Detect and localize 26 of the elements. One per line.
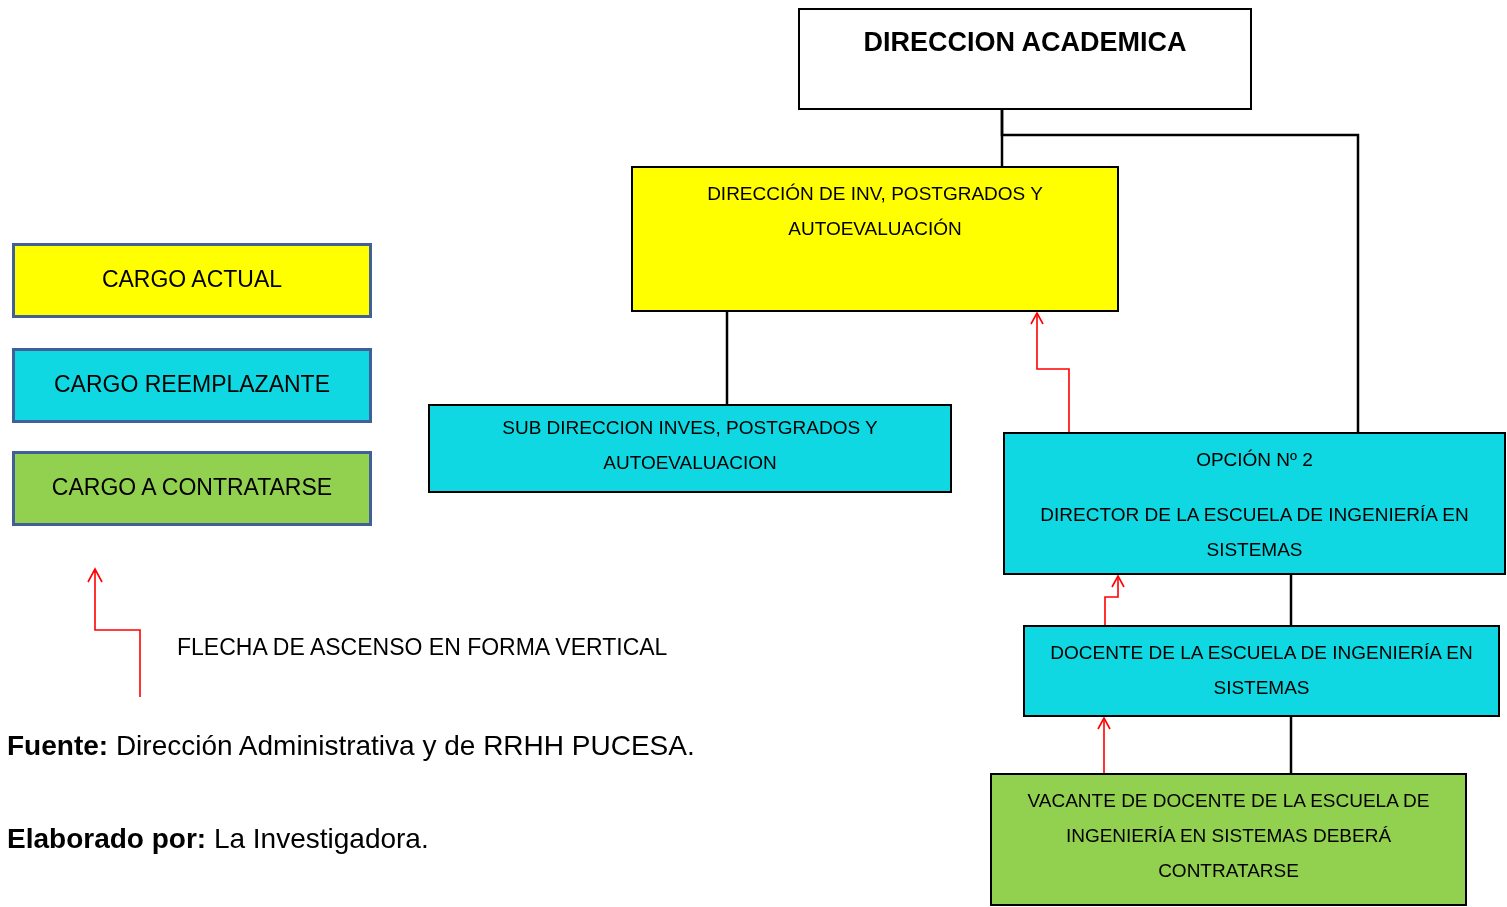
legend-text: FLECHA DE ASCENSO EN FORMA VERTICAL (177, 633, 668, 662)
connector-line (1000, 110, 1360, 432)
legend-swatch: CARGO ACTUAL (12, 243, 372, 318)
legend-swatch: CARGO A CONTRATARSE (12, 451, 372, 526)
connector-line (1289, 717, 1293, 773)
connector-line (1289, 575, 1293, 625)
top-box (798, 8, 1252, 110)
position-box (428, 404, 952, 493)
box-text: VACANTE DE DOCENTE DE LA ESCUELA DE INGENIERÍA EN SISTEMAS DEBERÁ CONTRATARSE (1026, 789, 1431, 883)
promotion-arrow (1097, 717, 1111, 774)
connector-line (725, 312, 729, 404)
legend-swatch: CARGO REEMPLAZANTE (12, 348, 372, 423)
box-text: SUB DIRECCION INVES, POSTGRADOS Y AUTOEVALUACION (501, 416, 879, 475)
box-text: DIRECTOR DE LA ESCUELA DE INGENIERÍA EN SISTEMAS (1039, 503, 1470, 562)
box-heading: OPCIÓN Nº 2 (1195, 448, 1314, 472)
position-box (1023, 625, 1500, 717)
promotion-arrow (1104, 575, 1125, 626)
position-box (1003, 432, 1506, 575)
position-box (631, 166, 1119, 312)
note-text: Fuente: Dirección Administrativa y de RRHH PUCESA. (7, 729, 695, 763)
box-text: DIRECCIÓN DE INV, POSTGRADOS Y AUTOEVALUACIÓN (706, 182, 1044, 241)
position-box (990, 773, 1467, 906)
box-text: DOCENTE DE LA ESCUELA DE INGENIERÍA EN SISTEMAS (1049, 641, 1474, 700)
box-title: DIRECCION ACADEMICA (863, 26, 1187, 59)
promotion-arrow (1030, 312, 1070, 433)
note-text: Elaborado por: La Investigadora. (7, 822, 429, 856)
